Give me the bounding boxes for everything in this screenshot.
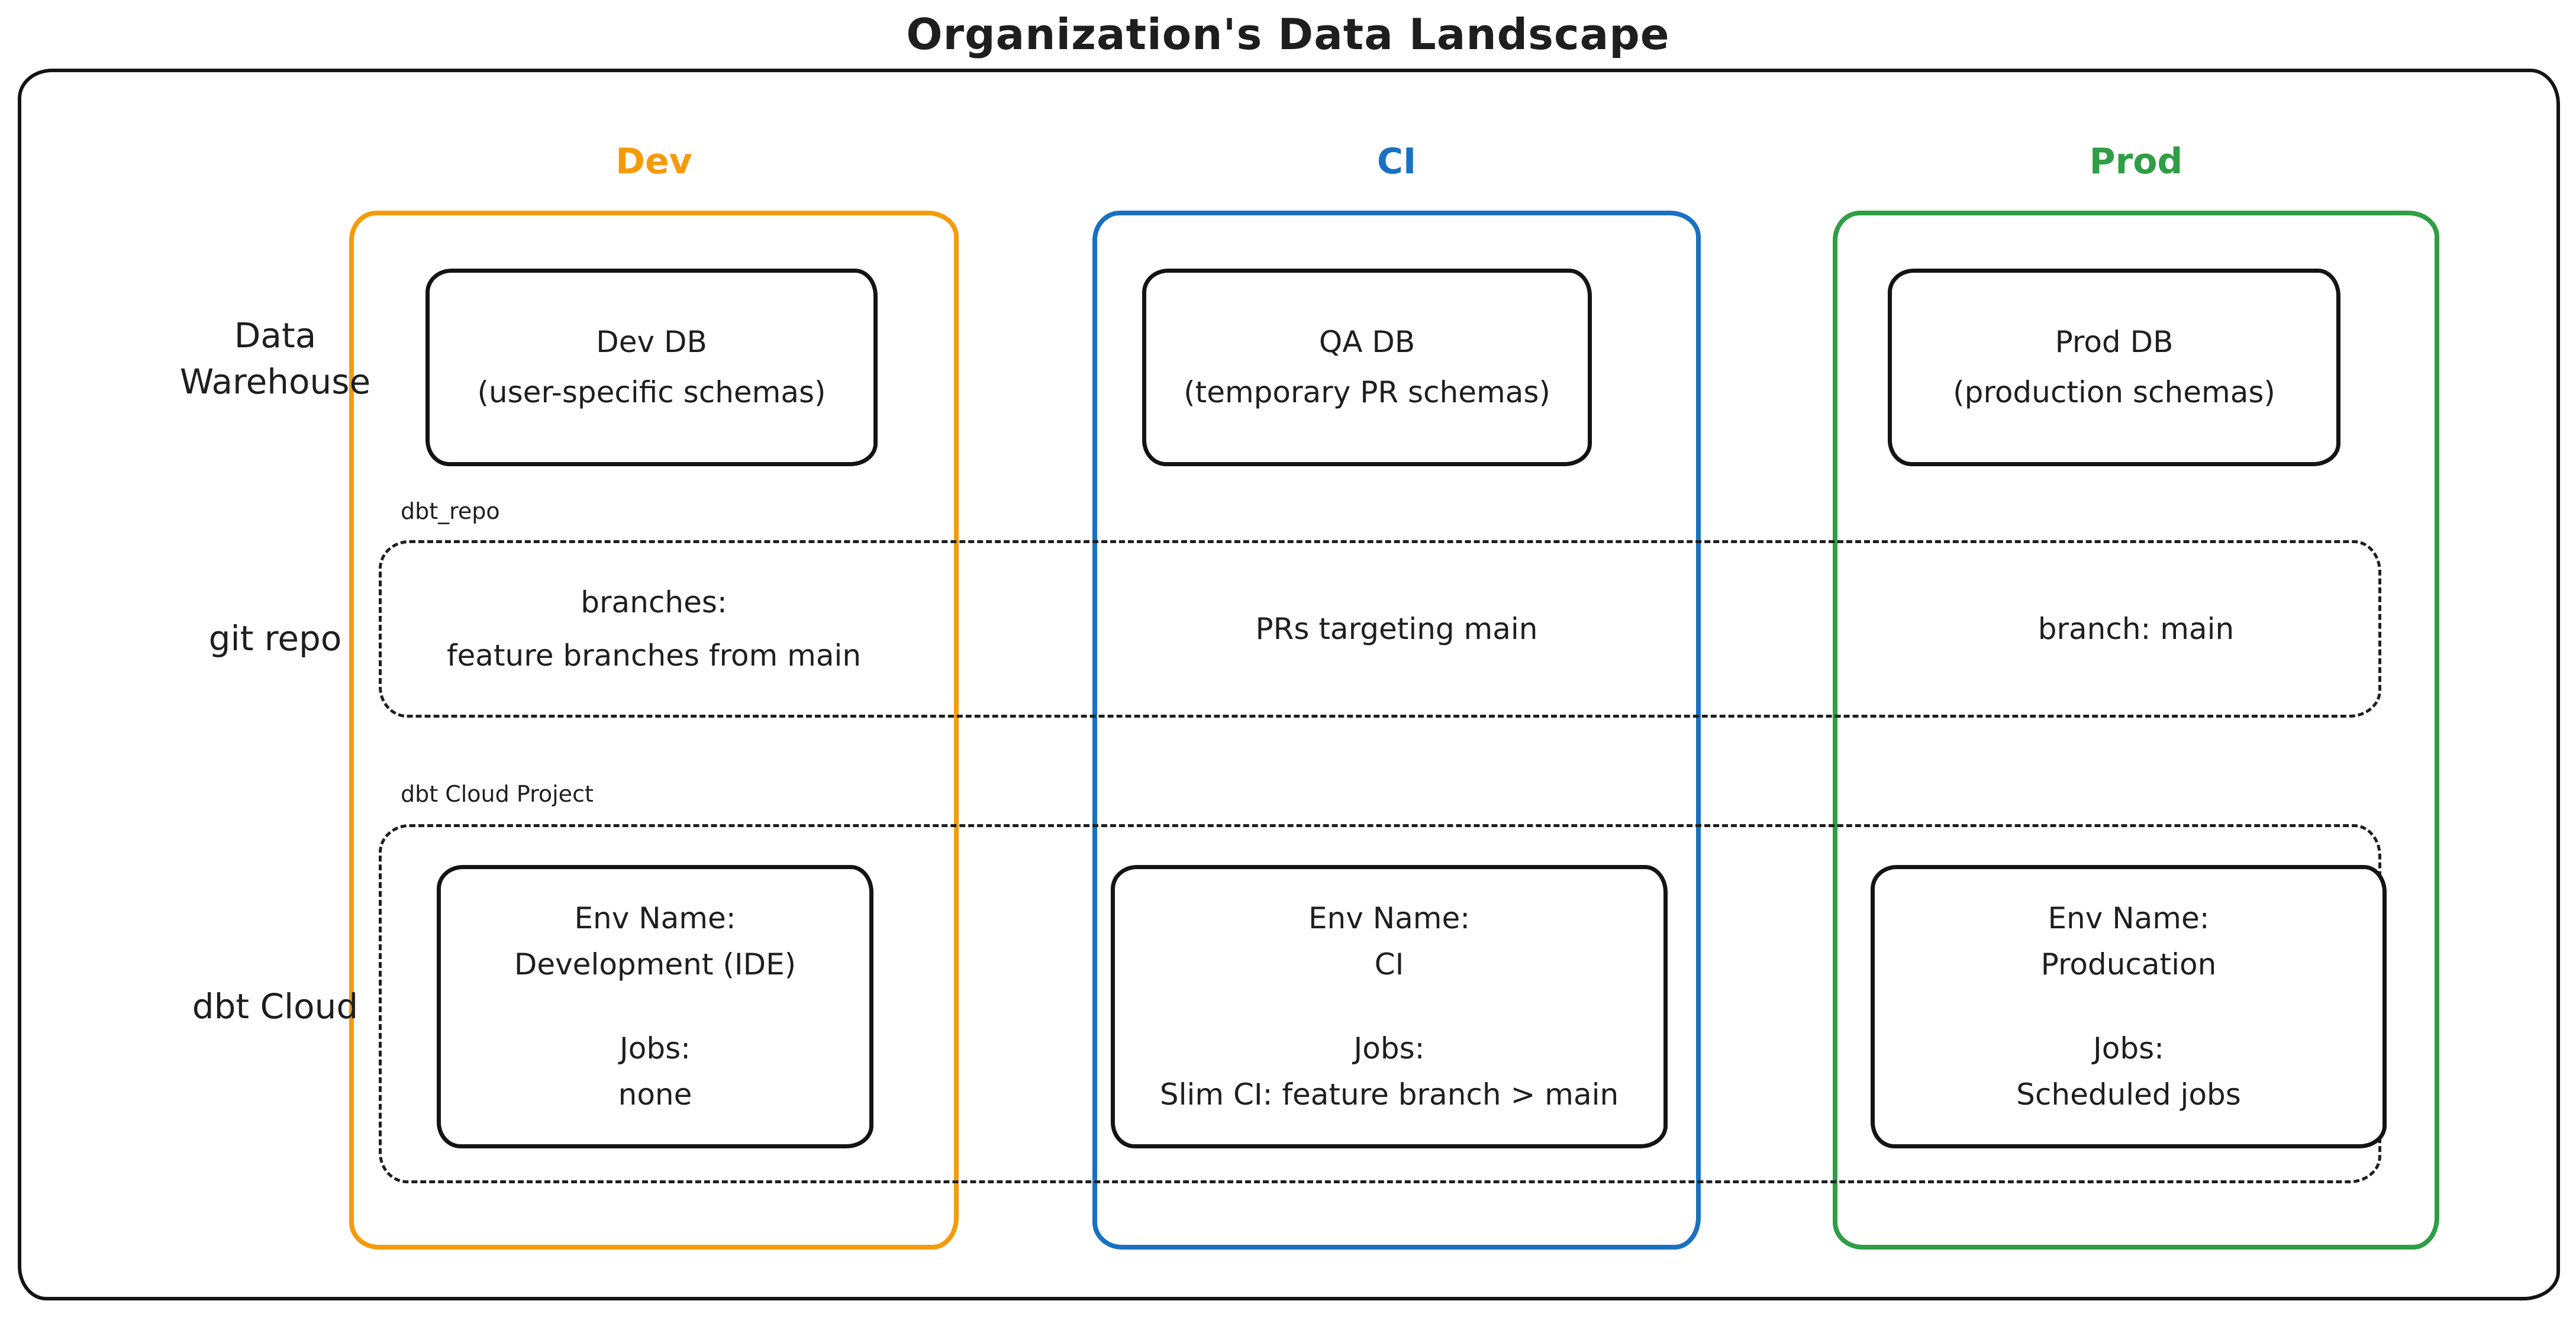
dev-jobs-label: Jobs: bbox=[620, 1031, 691, 1066]
git-repo-ci-line1: PRs targeting main bbox=[1255, 612, 1538, 646]
ci-jobs-value: Slim CI: feature branch > main bbox=[1159, 1077, 1619, 1112]
prod-db-box: Prod DB (production schemas) bbox=[1888, 269, 2340, 466]
diagram-title: Organization's Data Landscape bbox=[906, 9, 1670, 59]
prod-db-detail: (production schemas) bbox=[1953, 375, 2275, 409]
column-header-prod: Prod bbox=[2089, 141, 2183, 182]
qa-db-name: QA DB bbox=[1318, 325, 1416, 359]
dev-db-detail: (user-specific schemas) bbox=[477, 375, 826, 409]
prod-column-box bbox=[1833, 211, 2439, 1250]
dbt-repo-dashed-box bbox=[379, 540, 2381, 718]
outer-frame bbox=[18, 69, 2560, 1300]
ci-jobs-label: Jobs: bbox=[1353, 1031, 1425, 1066]
dev-env-label: Env Name: bbox=[574, 901, 736, 935]
dev-jobs-value: none bbox=[618, 1077, 692, 1112]
row-label-data-warehouse-line1: Data bbox=[234, 315, 317, 356]
git-repo-cell-prod: branch: main bbox=[1833, 540, 2439, 718]
dev-db-box: Dev DB (user-specific schemas) bbox=[425, 269, 878, 466]
dbt-cloud-project-band-label: dbt Cloud Project bbox=[401, 781, 594, 807]
row-label-dbt-cloud: dbt Cloud bbox=[192, 986, 359, 1027]
prod-jobs-label: Jobs: bbox=[2093, 1031, 2164, 1066]
ci-column-box bbox=[1092, 211, 1701, 1250]
qa-db-box: QA DB (temporary PR schemas) bbox=[1142, 269, 1592, 466]
column-header-dev: Dev bbox=[615, 141, 692, 182]
dbt-repo-band-label: dbt_repo bbox=[401, 498, 500, 524]
column-header-ci: CI bbox=[1376, 141, 1417, 182]
dev-environment-box: Env Name: Development (IDE) Jobs: none bbox=[437, 865, 873, 1148]
prod-db-name: Prod DB bbox=[2055, 325, 2174, 359]
row-label-data-warehouse: Data Warehouse bbox=[65, 312, 485, 405]
ci-env-label: Env Name: bbox=[1308, 901, 1471, 935]
git-repo-cell-ci: PRs targeting main bbox=[1092, 540, 1701, 718]
prod-env-label: Env Name: bbox=[2048, 901, 2210, 935]
dev-db-name: Dev DB bbox=[596, 325, 707, 359]
row-label-git-repo: git repo bbox=[208, 618, 342, 658]
prod-jobs-value: Scheduled jobs bbox=[2016, 1077, 2241, 1112]
git-repo-dev-line1: branches: bbox=[581, 585, 727, 619]
prod-env-name: Producation bbox=[2040, 947, 2217, 982]
git-repo-dev-line2: feature branches from main bbox=[446, 638, 862, 673]
dev-env-name: Development (IDE) bbox=[514, 947, 797, 982]
qa-db-detail: (temporary PR schemas) bbox=[1184, 375, 1550, 409]
prod-environment-box: Env Name: Producation Jobs: Scheduled jo… bbox=[1871, 865, 2387, 1148]
dev-column-box bbox=[349, 211, 959, 1250]
ci-env-name: CI bbox=[1374, 947, 1404, 982]
ci-environment-box: Env Name: CI Jobs: Slim CI: feature bran… bbox=[1111, 865, 1668, 1148]
git-repo-prod-line1: branch: main bbox=[2037, 612, 2235, 646]
row-label-data-warehouse-line2: Warehouse bbox=[179, 361, 371, 402]
git-repo-cell-dev: branches: feature branches from main bbox=[349, 540, 959, 718]
